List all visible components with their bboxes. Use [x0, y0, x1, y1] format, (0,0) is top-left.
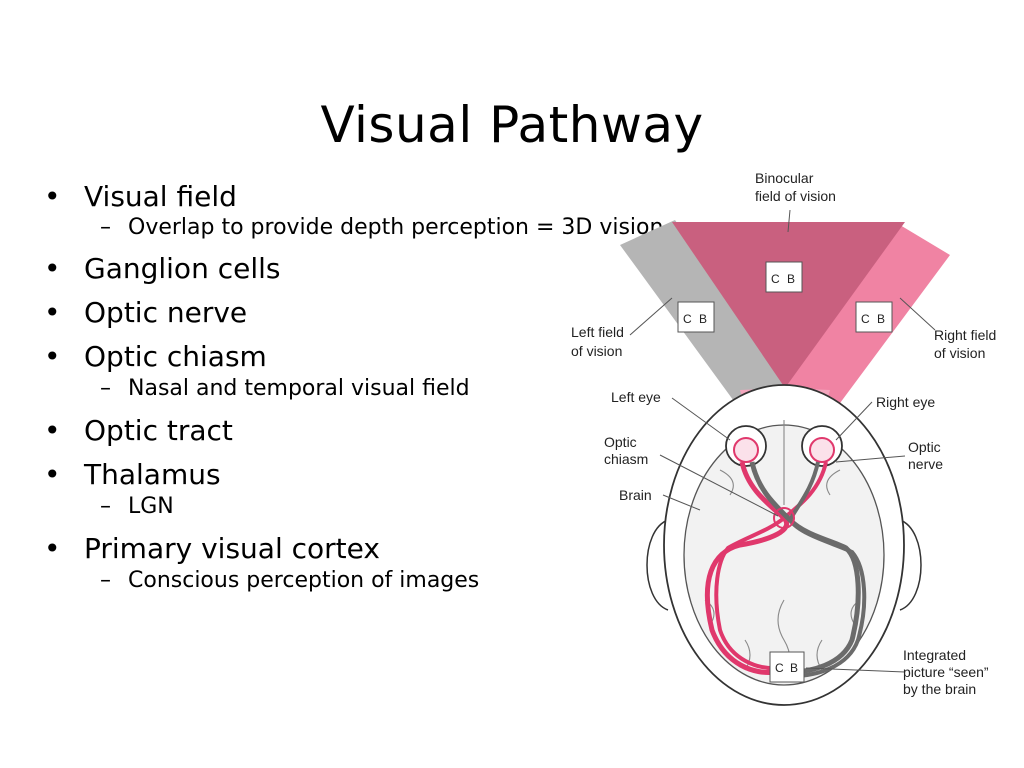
bullet-list: Visual field Overlap to provide depth pe…: [40, 170, 680, 596]
binocular-field-wedge: [672, 222, 905, 388]
svg-text:B: B: [787, 272, 795, 286]
optic-pathway-gray-2: [787, 461, 867, 678]
right-field-label: of vision: [934, 345, 985, 361]
sub-bullet-item: Nasal and temporal visual field: [40, 374, 680, 404]
optic-nerve-label: Optic: [908, 439, 941, 455]
visual-pathway-diagram: C B C B C B C B: [571, 170, 996, 706]
left-ear: [646, 519, 669, 611]
sub-bullet-item: LGN: [40, 492, 680, 522]
optic-chiasm-label: Optic: [604, 434, 637, 450]
right-eye-label: Right eye: [876, 394, 935, 410]
binocular-label: Binocular: [755, 170, 814, 186]
optic-chiasm-label: chiasm: [604, 451, 648, 467]
bullet-item: Optic tract: [40, 414, 680, 448]
left-eye-label: Left eye: [611, 389, 661, 405]
bullet-item: Thalamus: [40, 458, 680, 492]
svg-text:B: B: [877, 312, 885, 326]
brain-label: Brain: [619, 487, 652, 503]
optic-pathway-pink: [704, 461, 789, 675]
diagram-labels: Binocular field of vision Left field of …: [571, 170, 996, 697]
bullet-item: Optic chiasm: [40, 340, 680, 374]
optic-nerve-label: nerve: [908, 456, 943, 472]
bullet-item: Optic nerve: [40, 296, 680, 330]
integrated-label: picture “seen”: [903, 664, 989, 680]
left-eye-inner: [733, 437, 759, 463]
svg-text:C: C: [683, 312, 692, 326]
right-ear: [899, 519, 922, 611]
svg-text:C: C: [771, 272, 780, 286]
cube-left-field: C B: [677, 301, 715, 333]
leader-lines: [629, 209, 936, 673]
cube-integrated: C B: [769, 651, 805, 683]
svg-text:C: C: [861, 312, 870, 326]
binocular-label: field of vision: [755, 188, 836, 204]
integrated-label: by the brain: [903, 681, 976, 697]
bullet-item: Primary visual cortex: [40, 532, 680, 566]
left-field-label: of vision: [571, 343, 622, 359]
bullet-item: Ganglion cells: [40, 252, 680, 286]
cube-binocular: C B: [765, 261, 803, 293]
svg-text:C: C: [775, 661, 784, 675]
sub-bullet-item: Overlap to provide depth perception = 3D…: [40, 214, 688, 242]
slide-title: Visual Pathway: [320, 95, 704, 154]
svg-text:B: B: [699, 312, 707, 326]
integrated-label: Integrated: [903, 647, 966, 663]
bullet-item: Visual field: [40, 180, 680, 214]
right-field-label: Right field: [934, 327, 996, 343]
brain-folds: [704, 469, 861, 681]
optic-chiasm-shape: [773, 507, 795, 529]
sub-bullet-item: Conscious perception of images: [40, 566, 680, 596]
left-field-label: Left field: [571, 324, 624, 340]
cube-right-field: C B: [855, 301, 893, 333]
svg-text:B: B: [790, 661, 798, 675]
right-eye-inner: [809, 437, 835, 463]
